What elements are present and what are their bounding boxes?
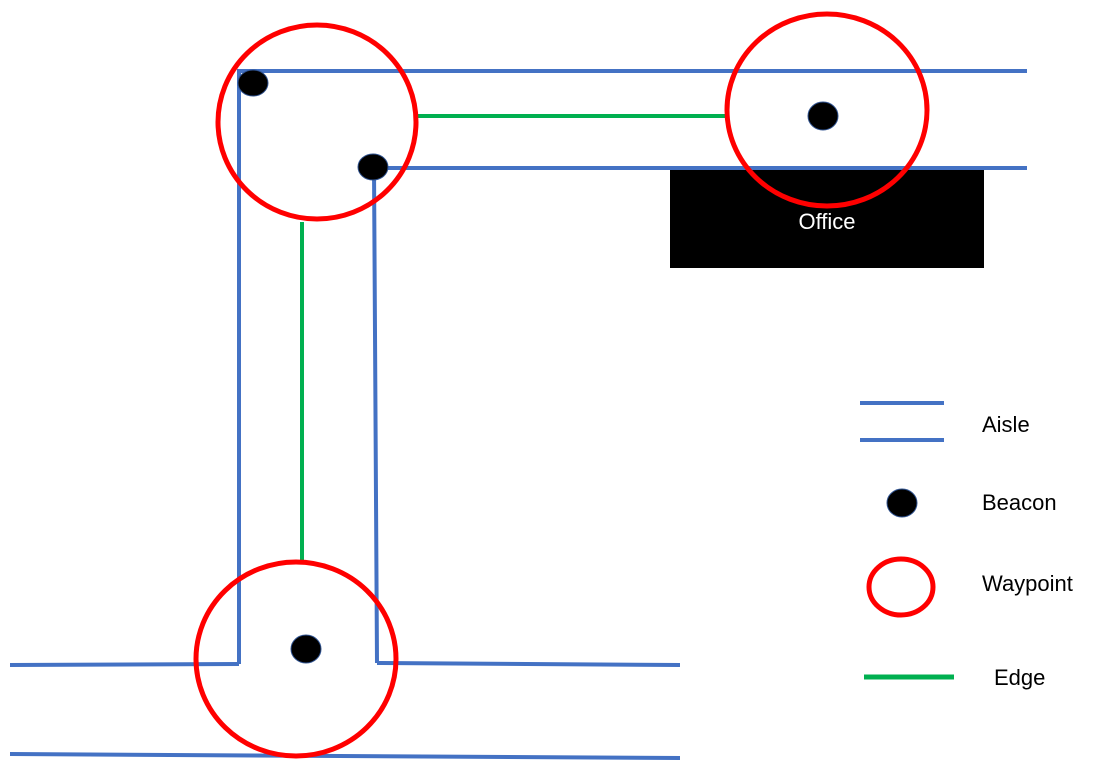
- aisle-top-outer-wall: [237, 69, 1027, 664]
- waypoint-bottom: [193, 559, 399, 759]
- waypoint-corner: [215, 22, 419, 222]
- legend-waypoint-icon: [866, 556, 936, 618]
- waypoints: [193, 11, 930, 759]
- legend-beacon-label: Beacon: [982, 490, 1057, 515]
- beacon-corner-inner: [357, 153, 389, 181]
- legend-waypoint-label: Waypoint: [982, 571, 1073, 596]
- aisle-bottom-upper-right: [376, 661, 681, 667]
- legend-edge-label: Edge: [994, 665, 1045, 690]
- waypoint-office: [724, 11, 930, 209]
- office-label: Office: [798, 209, 855, 234]
- legend-beacon-icon: [886, 488, 918, 518]
- beacons: [237, 69, 839, 664]
- beacon-corner-outer: [237, 69, 269, 97]
- beacon-office: [807, 101, 839, 131]
- beacon-bottom: [290, 634, 322, 664]
- legend: Aisle Beacon Waypoint Edge: [860, 401, 1073, 690]
- office-block: [670, 170, 984, 268]
- edges: [300, 114, 727, 561]
- aisle-bottom-lower: [9, 752, 681, 760]
- legend-aisle-label: Aisle: [982, 412, 1030, 437]
- aisle-bottom-upper-left: [9, 662, 240, 667]
